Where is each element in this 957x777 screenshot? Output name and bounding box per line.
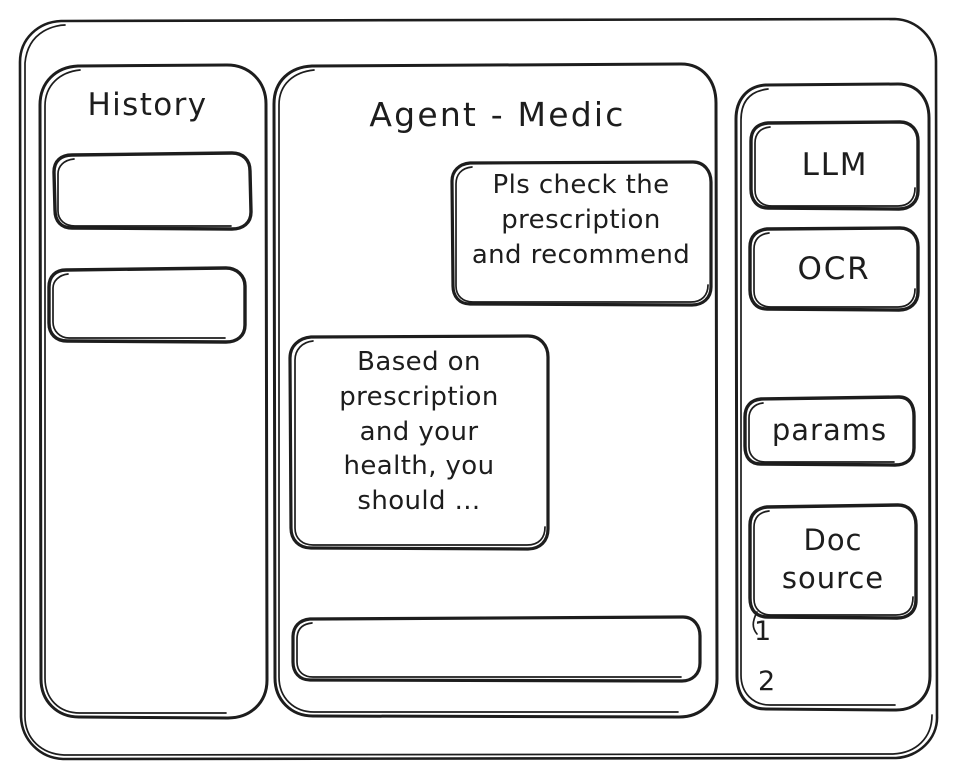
history-item-2[interactable]	[47, 266, 247, 344]
chip-llm[interactable]	[749, 120, 920, 211]
history-panel-title: History	[87, 87, 208, 123]
chip-doc-source-label: Doc source	[781, 523, 885, 595]
doc-source-list-item-1[interactable]: 1	[754, 616, 772, 647]
window-frame	[18, 17, 939, 761]
chip-ocr[interactable]	[748, 226, 920, 312]
message-bubble-assistant	[288, 334, 550, 551]
message-input-box[interactable]	[291, 615, 702, 683]
doc-source-connector	[752, 611, 758, 635]
history-panel	[38, 63, 269, 720]
message-bubble-user	[450, 160, 713, 307]
main-panel	[272, 62, 719, 719]
history-item-1[interactable]	[52, 151, 253, 231]
chip-doc-source[interactable]	[748, 503, 918, 620]
chip-params-label: params	[771, 413, 888, 447]
tools-panel	[734, 82, 932, 712]
page-title: Agent - Medic	[369, 95, 626, 134]
chip-llm-label: LLM	[801, 147, 869, 183]
user-message-text: Pls check the prescription and recommend	[471, 170, 691, 270]
chip-params[interactable]	[743, 395, 916, 467]
assistant-message-text: Based on prescription and your health, y…	[339, 347, 499, 517]
doc-source-list-item-2[interactable]: 2	[758, 666, 776, 697]
chip-ocr-label: OCR	[797, 251, 871, 287]
